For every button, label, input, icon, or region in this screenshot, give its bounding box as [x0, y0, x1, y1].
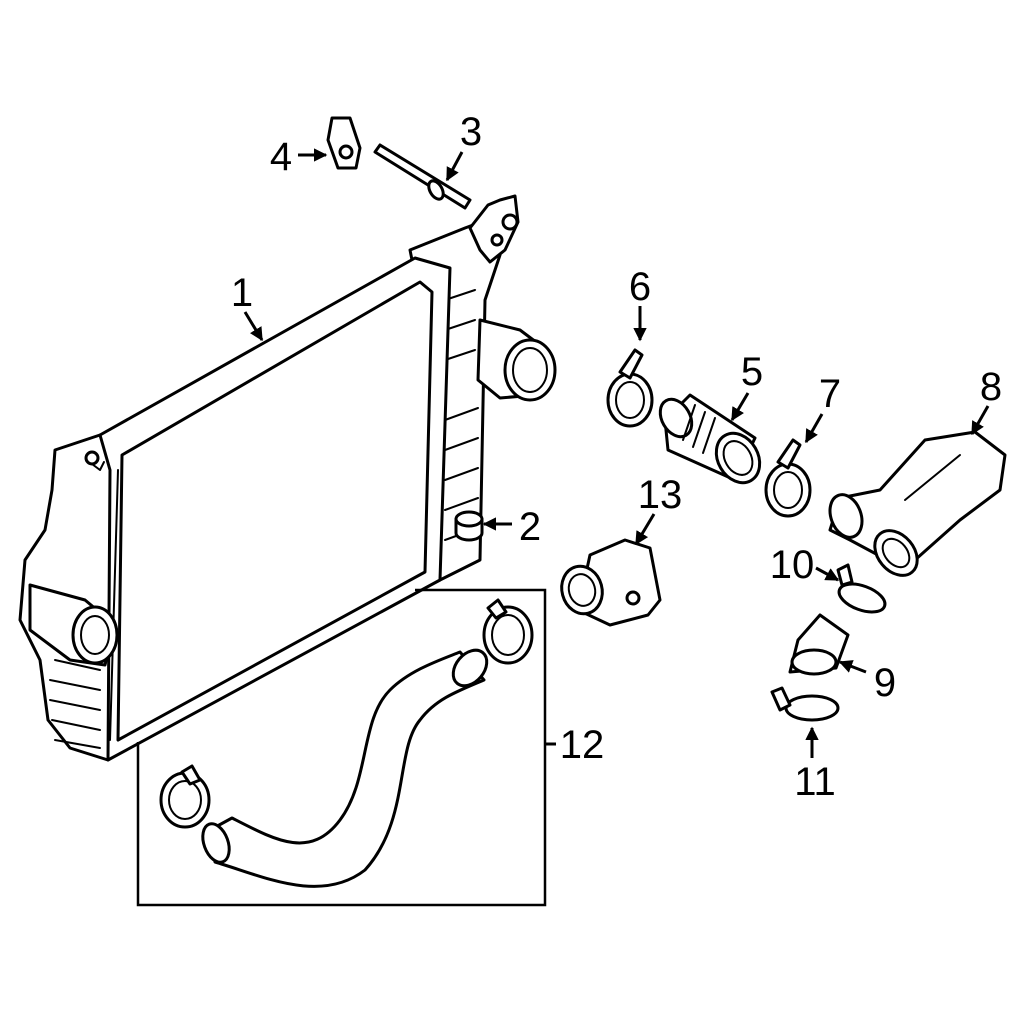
clip-nut [326, 116, 362, 170]
callout-2: 2 [519, 505, 541, 549]
leader-13 [634, 513, 656, 546]
callout-12: 12 [560, 723, 605, 767]
callout-3: 3 [460, 110, 482, 154]
leader-1 [243, 311, 264, 342]
callout-4: 4 [270, 135, 292, 179]
leader-9 [838, 660, 867, 674]
hose-kit [136, 588, 547, 907]
clamp-upper [606, 348, 654, 428]
plug [454, 510, 484, 542]
callout-11: 11 [794, 760, 836, 804]
callout-7: 7 [819, 372, 841, 416]
intercooler [18, 194, 557, 762]
clamp-lower [770, 686, 840, 722]
callout-13: 13 [638, 473, 683, 517]
clamp-right [836, 563, 887, 614]
tube [828, 430, 1007, 577]
callout-8: 8 [980, 365, 1002, 409]
bolt [373, 143, 472, 210]
leader-10 [815, 566, 840, 582]
callout-6: 6 [629, 265, 651, 309]
callout-5: 5 [741, 350, 763, 394]
leader-5 [730, 392, 750, 422]
callout-9: 9 [874, 661, 896, 705]
housing [560, 538, 662, 627]
leader-8 [970, 405, 990, 436]
leader-lines [243, 148, 990, 758]
clamp-middle [764, 438, 812, 518]
callout-1: 1 [231, 271, 253, 315]
leader-3 [445, 151, 464, 182]
boot [658, 393, 762, 485]
callouts: 1 2 3 4 5 6 7 8 9 10 11 12 13 [231, 110, 1002, 804]
leader-7 [804, 413, 824, 444]
elbow [788, 613, 850, 676]
callout-10: 10 [770, 543, 815, 587]
